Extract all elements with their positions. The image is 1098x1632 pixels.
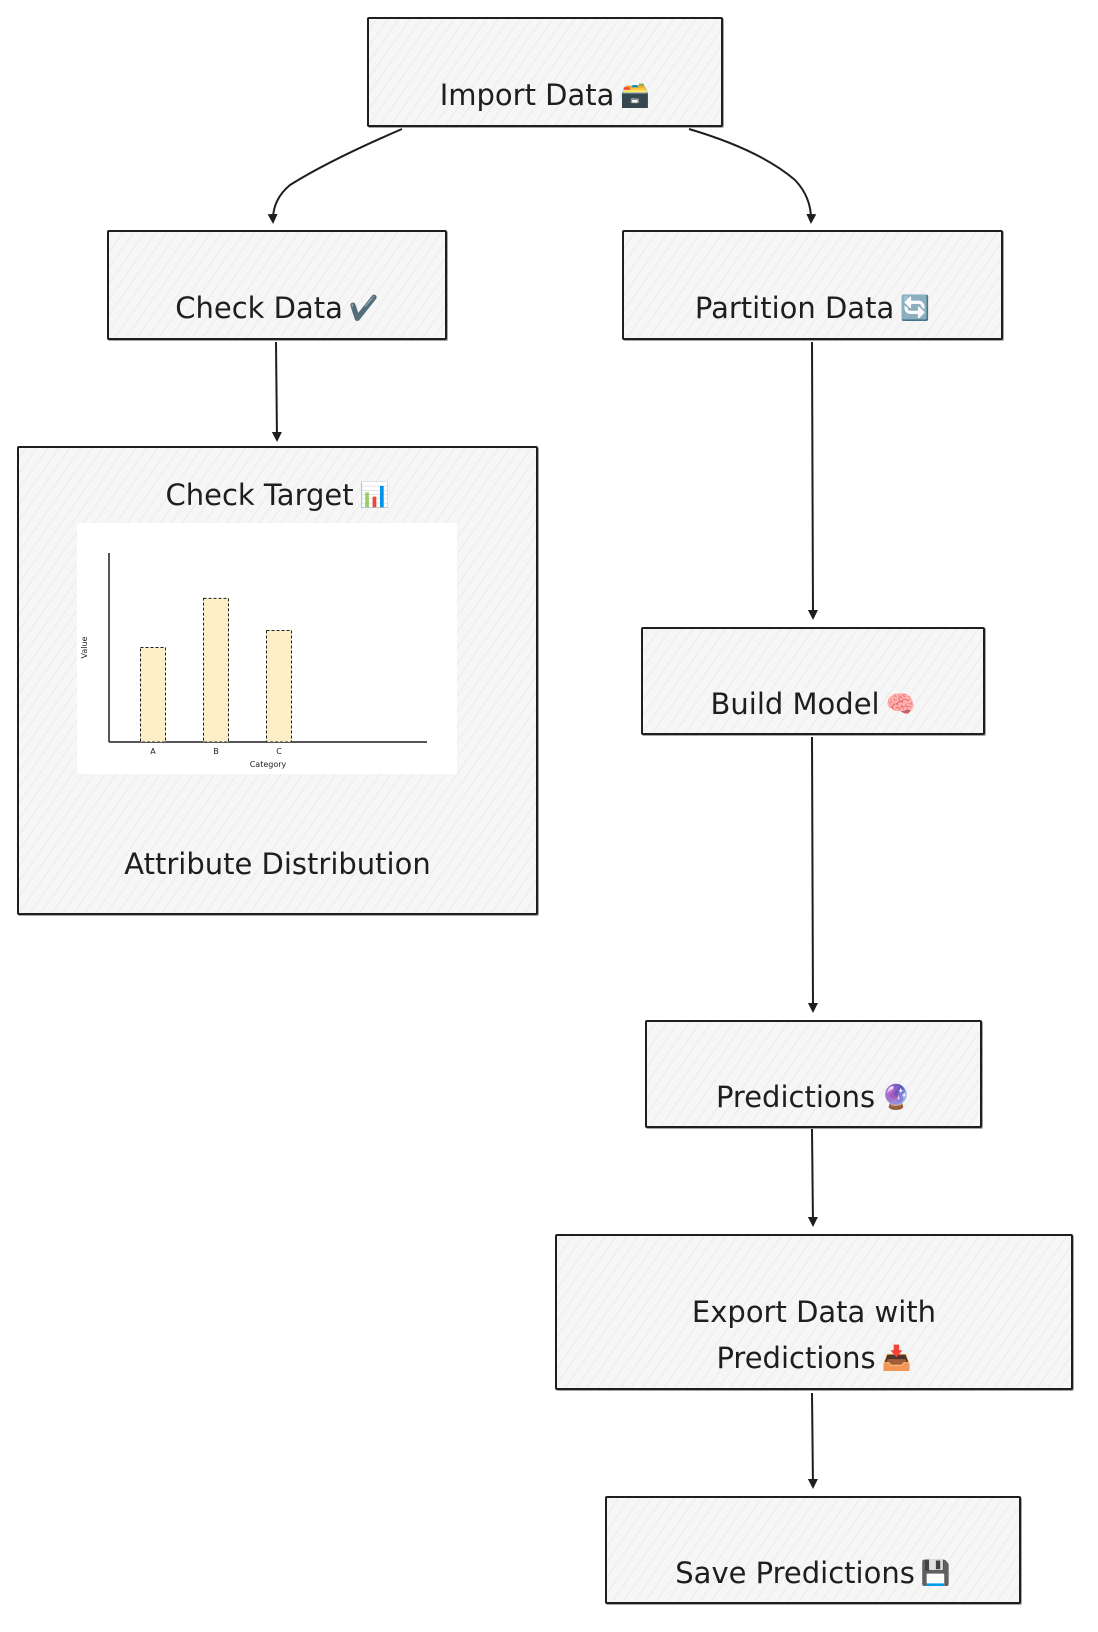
refresh-icon: 🔄 [900, 294, 931, 322]
inbox-tray-icon: 📥 [881, 1344, 912, 1372]
node-partition-data-label: Partition Data🔄 [695, 239, 930, 331]
edge-export-to-save [807, 1392, 818, 1489]
node-partition-data[interactable]: Partition Data🔄 [622, 230, 1003, 340]
node-save-predictions-label: Save Predictions💾 [675, 1504, 950, 1596]
node-build-model[interactable]: Build Model🧠 [641, 627, 985, 735]
x-tick-label-c: C [276, 747, 282, 756]
check-data-text: Check Data [175, 291, 343, 325]
check-mark-icon: ✔️ [348, 294, 379, 322]
x-tick-label-a: A [150, 747, 156, 756]
node-predictions-label: Predictions🔮 [716, 1028, 911, 1120]
bar-chart-icon: 📊 [359, 481, 390, 509]
bars-group: A B C [140, 597, 292, 756]
edge-import-to-check-data [267, 128, 403, 224]
import-data-text: Import Data [439, 78, 615, 112]
attribute-distribution-chart: A B C Value Category [77, 523, 457, 774]
build-model-text: Build Model [710, 687, 880, 721]
node-save-predictions[interactable]: Save Predictions💾 [605, 1496, 1021, 1604]
floppy-disk-icon: 💾 [920, 1559, 951, 1587]
node-export-data-label: Export Data with Predictions📥 [692, 1243, 936, 1381]
check-target-caption: Attribute Distribution [124, 847, 431, 881]
node-check-data-label: Check Data✔️ [175, 239, 379, 331]
bar-b [203, 597, 229, 743]
node-check-target[interactable]: Check Target📊 A B C Value Category Attribu… [17, 446, 538, 915]
card-file-box-icon: 🗃️ [620, 81, 651, 109]
edge-build-model-to-predictions [807, 736, 818, 1013]
y-axis-label: Value [80, 636, 89, 658]
edge-check-data-to-check-target [271, 341, 282, 442]
save-predictions-text: Save Predictions [675, 1556, 915, 1590]
chart-svg: A B C Value Category [80, 553, 427, 769]
crystal-ball-icon: 🔮 [881, 1083, 912, 1111]
edge-partition-to-build-model [807, 341, 818, 620]
node-import-data-label: Import Data🗃️ [440, 26, 651, 118]
brain-icon: 🧠 [885, 690, 916, 718]
x-tick-label-b: B [213, 747, 219, 756]
check-target-text: Check Target [165, 478, 354, 512]
partition-data-text: Partition Data [694, 291, 895, 325]
node-check-data[interactable]: Check Data✔️ [107, 230, 447, 340]
node-export-data[interactable]: Export Data with Predictions📥 [555, 1234, 1073, 1390]
node-import-data[interactable]: Import Data🗃️ [367, 17, 723, 127]
predictions-text: Predictions [715, 1080, 876, 1114]
node-predictions[interactable]: Predictions🔮 [645, 1020, 982, 1128]
node-build-model-label: Build Model🧠 [711, 635, 916, 727]
check-target-title: Check Target📊 [19, 478, 536, 512]
bar-a [140, 647, 166, 743]
edge-predictions-to-export [807, 1128, 818, 1227]
export-data-text: Export Data with Predictions [691, 1295, 937, 1375]
x-axis-label: Category [250, 760, 287, 769]
bar-c [266, 629, 292, 743]
edge-import-to-partition-data [688, 128, 817, 224]
